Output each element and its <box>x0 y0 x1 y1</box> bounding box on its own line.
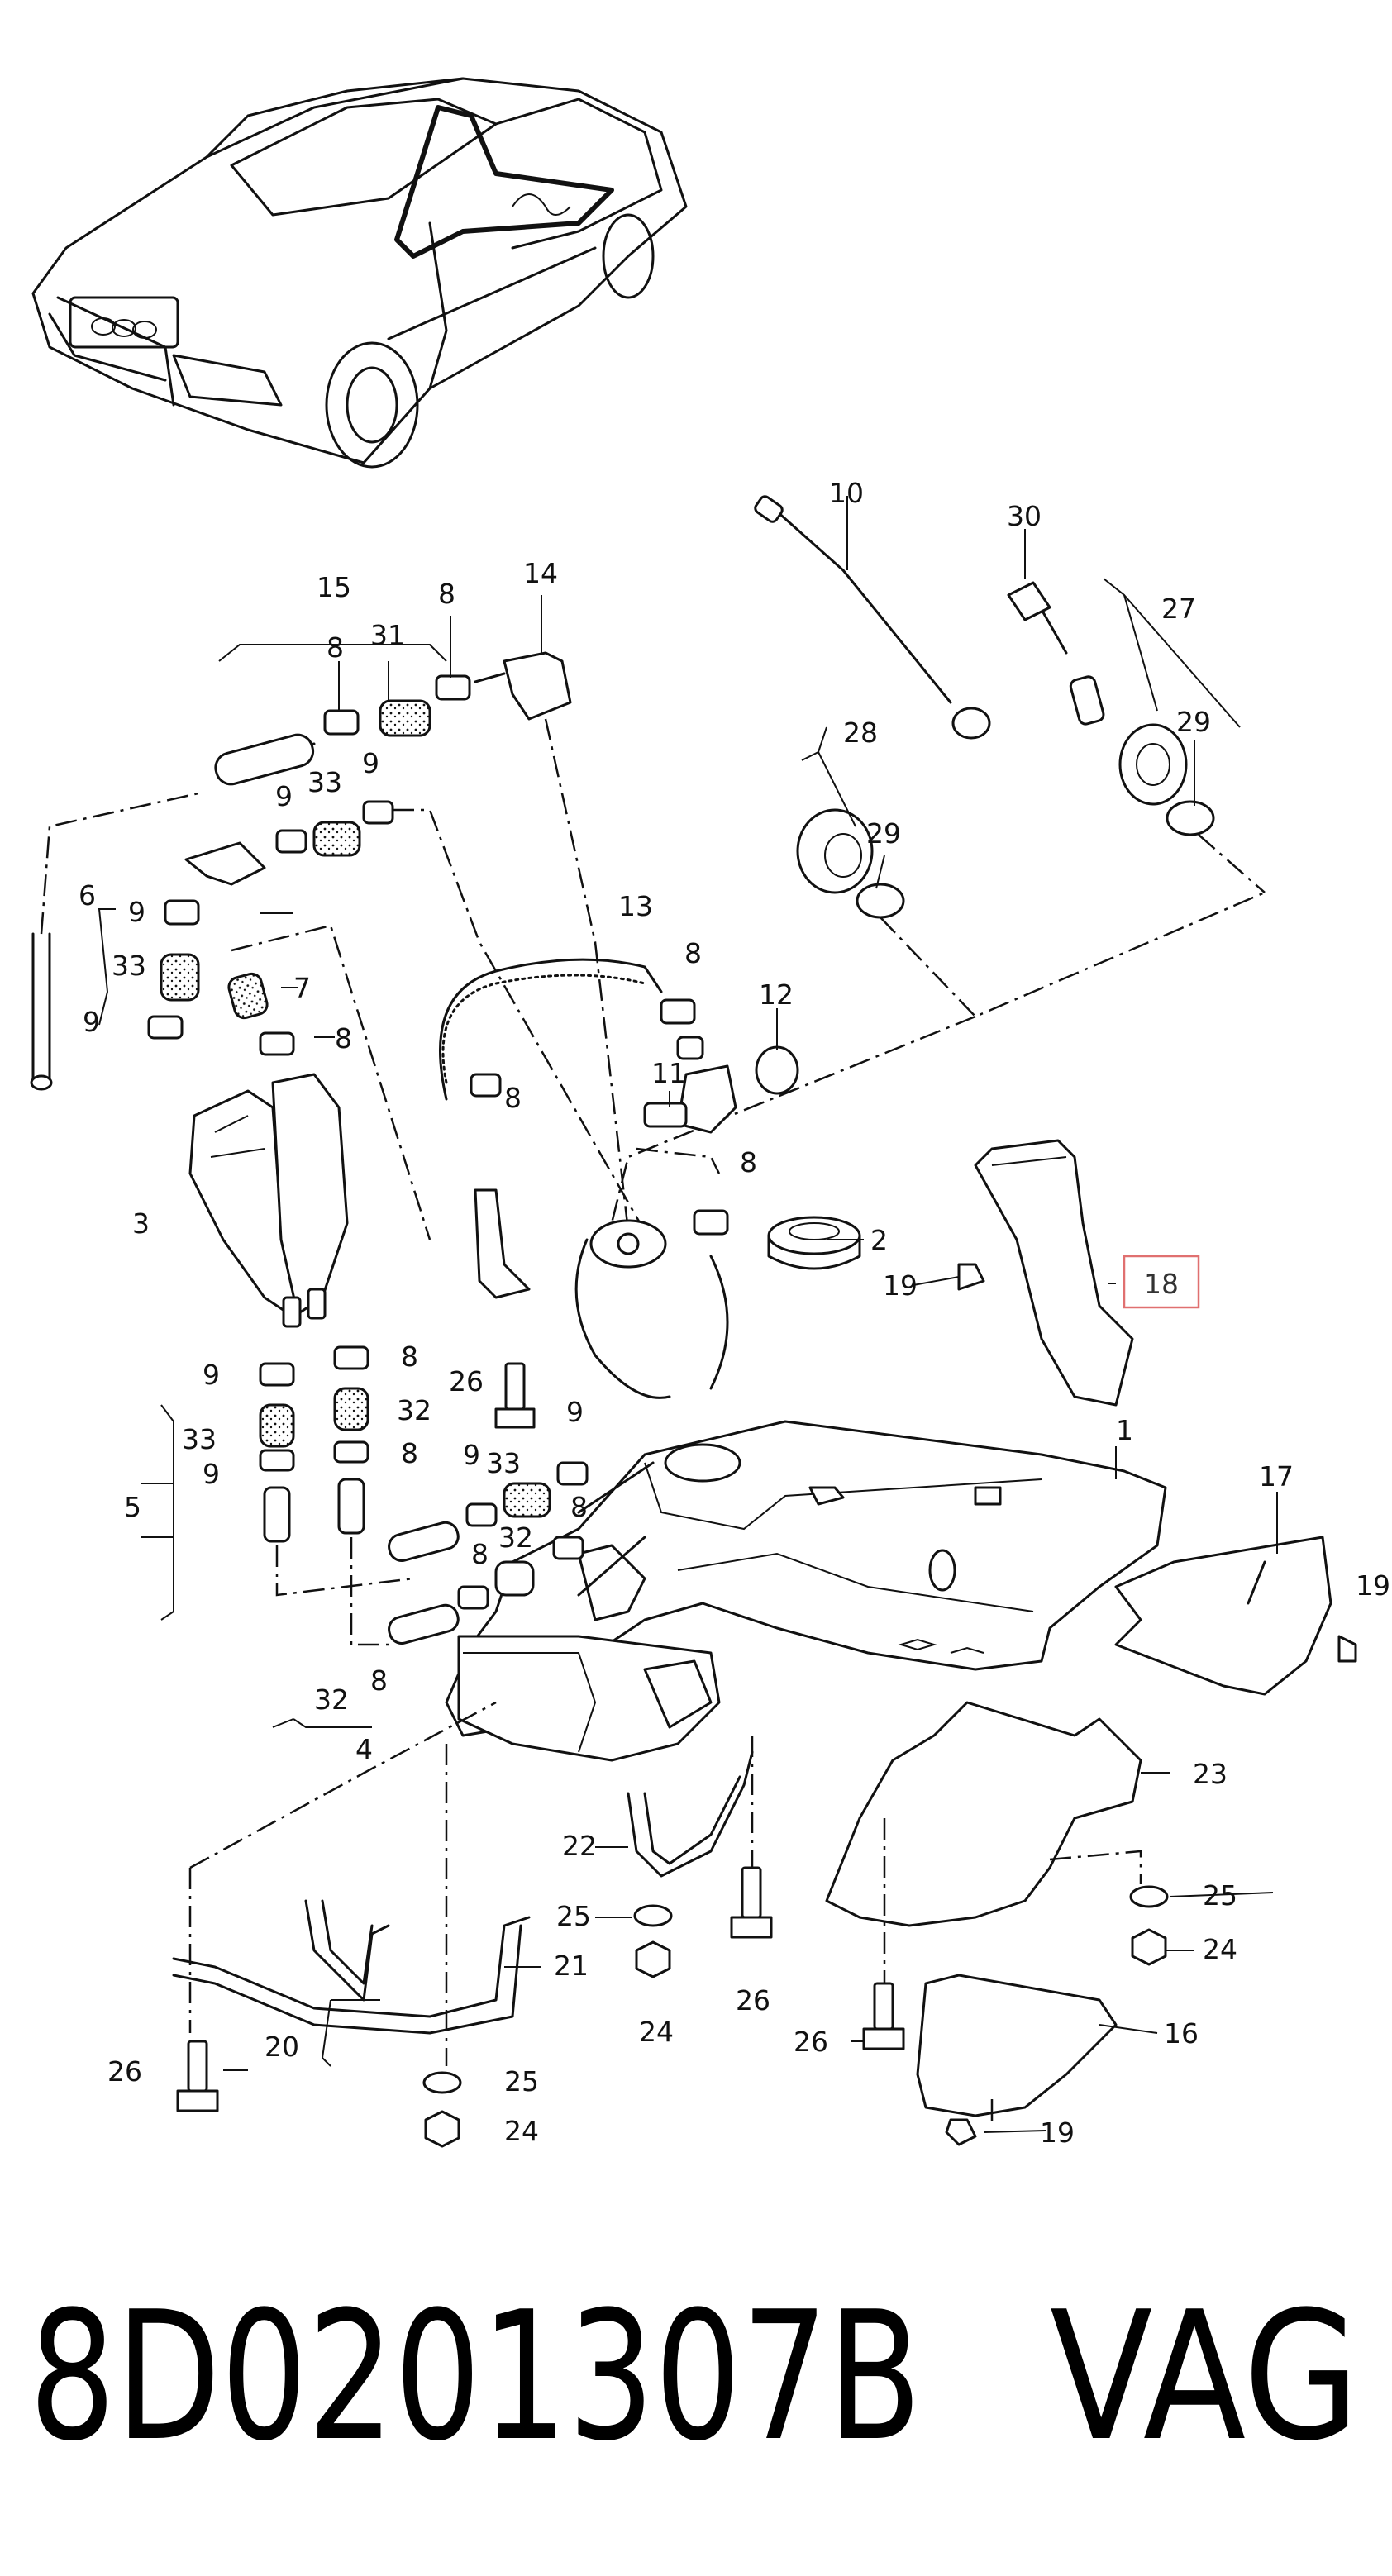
callout-29: 29 <box>1176 706 1211 738</box>
callout-19: 19 <box>1356 1569 1390 1602</box>
callout-8: 8 <box>684 937 702 969</box>
filler-neck <box>574 1209 861 1399</box>
callout-1: 1 <box>1116 1414 1133 1446</box>
fuel-line-fittings <box>259 1345 655 1646</box>
callout-9: 9 <box>203 1359 220 1391</box>
callout-8: 8 <box>401 1437 418 1469</box>
callout-5: 5 <box>124 1491 141 1523</box>
callout-14: 14 <box>523 557 558 589</box>
callout-8: 8 <box>471 1538 489 1570</box>
callout-9: 9 <box>83 1006 100 1038</box>
callout-4: 4 <box>355 1733 373 1765</box>
callout-26: 26 <box>794 2026 828 2058</box>
brand-name: VAG <box>1050 2273 1360 2480</box>
callout-31: 31 <box>370 619 405 651</box>
callout-30: 30 <box>1007 500 1042 532</box>
breather-hose <box>439 958 737 1174</box>
callout-3: 3 <box>132 1207 150 1240</box>
callout-19: 19 <box>1040 2117 1075 2149</box>
callout-9: 9 <box>203 1458 220 1490</box>
callout-13: 13 <box>618 890 653 922</box>
callout-16: 16 <box>1164 2017 1199 2050</box>
callout-2: 2 <box>870 1224 888 1256</box>
callout-33: 33 <box>182 1423 217 1455</box>
bracket-lines <box>98 578 1241 2067</box>
callout-27: 27 <box>1161 593 1196 625</box>
callout-9: 9 <box>566 1396 584 1428</box>
hose-assembly <box>30 651 646 1240</box>
car-illustration <box>31 77 688 469</box>
callout-26: 26 <box>736 1984 770 2017</box>
callout-15: 15 <box>317 571 351 603</box>
callout-25: 25 <box>556 1900 591 1932</box>
callout-26: 26 <box>107 2055 142 2088</box>
callout-9: 9 <box>463 1439 480 1471</box>
callout-18-highlighted: 18 <box>1144 1268 1179 1300</box>
callout-10: 10 <box>829 477 864 509</box>
callout-8: 8 <box>740 1146 757 1178</box>
callout-21: 21 <box>554 1950 589 1982</box>
callout-7: 7 <box>293 972 311 1004</box>
highlight-box <box>1123 1255 1200 1309</box>
footer: 8D0201307B VAG <box>29 2273 1360 2480</box>
callout-32: 32 <box>314 1683 349 1716</box>
callout-24: 24 <box>504 2115 539 2147</box>
callout-32: 32 <box>498 1521 533 1554</box>
callout-23: 23 <box>1193 1758 1228 1790</box>
callout-29: 29 <box>866 817 901 850</box>
callout-labels: 15 8 14 10 30 27 8 31 28 29 29 33 9 9 6 … <box>79 477 1390 2149</box>
callout-8: 8 <box>504 1082 522 1114</box>
wiring-parts <box>610 495 1266 1224</box>
part-number: 8D0201307B <box>29 2273 922 2480</box>
callout-26: 26 <box>449 1365 484 1398</box>
callout-24: 24 <box>1203 1933 1237 1965</box>
callout-33: 33 <box>486 1447 521 1479</box>
leader-lines <box>141 496 1278 2133</box>
callout-8: 8 <box>570 1491 588 1523</box>
callout-9: 9 <box>275 780 293 812</box>
callout-12: 12 <box>759 978 794 1011</box>
callout-11: 11 <box>651 1057 686 1089</box>
canister-assembly <box>188 1073 531 1328</box>
callout-25: 25 <box>1203 1879 1237 1912</box>
callout-19: 19 <box>883 1269 918 1302</box>
callout-9: 9 <box>128 896 145 928</box>
callout-28: 28 <box>843 717 878 749</box>
callout-33: 33 <box>112 950 146 982</box>
callout-33: 33 <box>307 766 342 798</box>
callout-32: 32 <box>397 1394 431 1426</box>
callout-8: 8 <box>438 578 455 610</box>
callout-22: 22 <box>562 1830 597 1862</box>
callout-17: 17 <box>1259 1460 1294 1493</box>
callout-25: 25 <box>504 2065 539 2097</box>
mounting-hardware <box>172 1362 1357 2148</box>
callout-8: 8 <box>401 1340 418 1373</box>
callout-20: 20 <box>265 2031 299 2063</box>
callout-8: 8 <box>335 1022 352 1055</box>
callout-24: 24 <box>639 2016 674 2048</box>
heat-shield <box>957 1139 1134 1407</box>
fuel-tank <box>445 1420 1167 1762</box>
callout-8: 8 <box>370 1664 388 1697</box>
callout-9: 9 <box>362 747 379 779</box>
callout-8: 8 <box>327 631 344 664</box>
callout-6: 6 <box>79 879 96 912</box>
